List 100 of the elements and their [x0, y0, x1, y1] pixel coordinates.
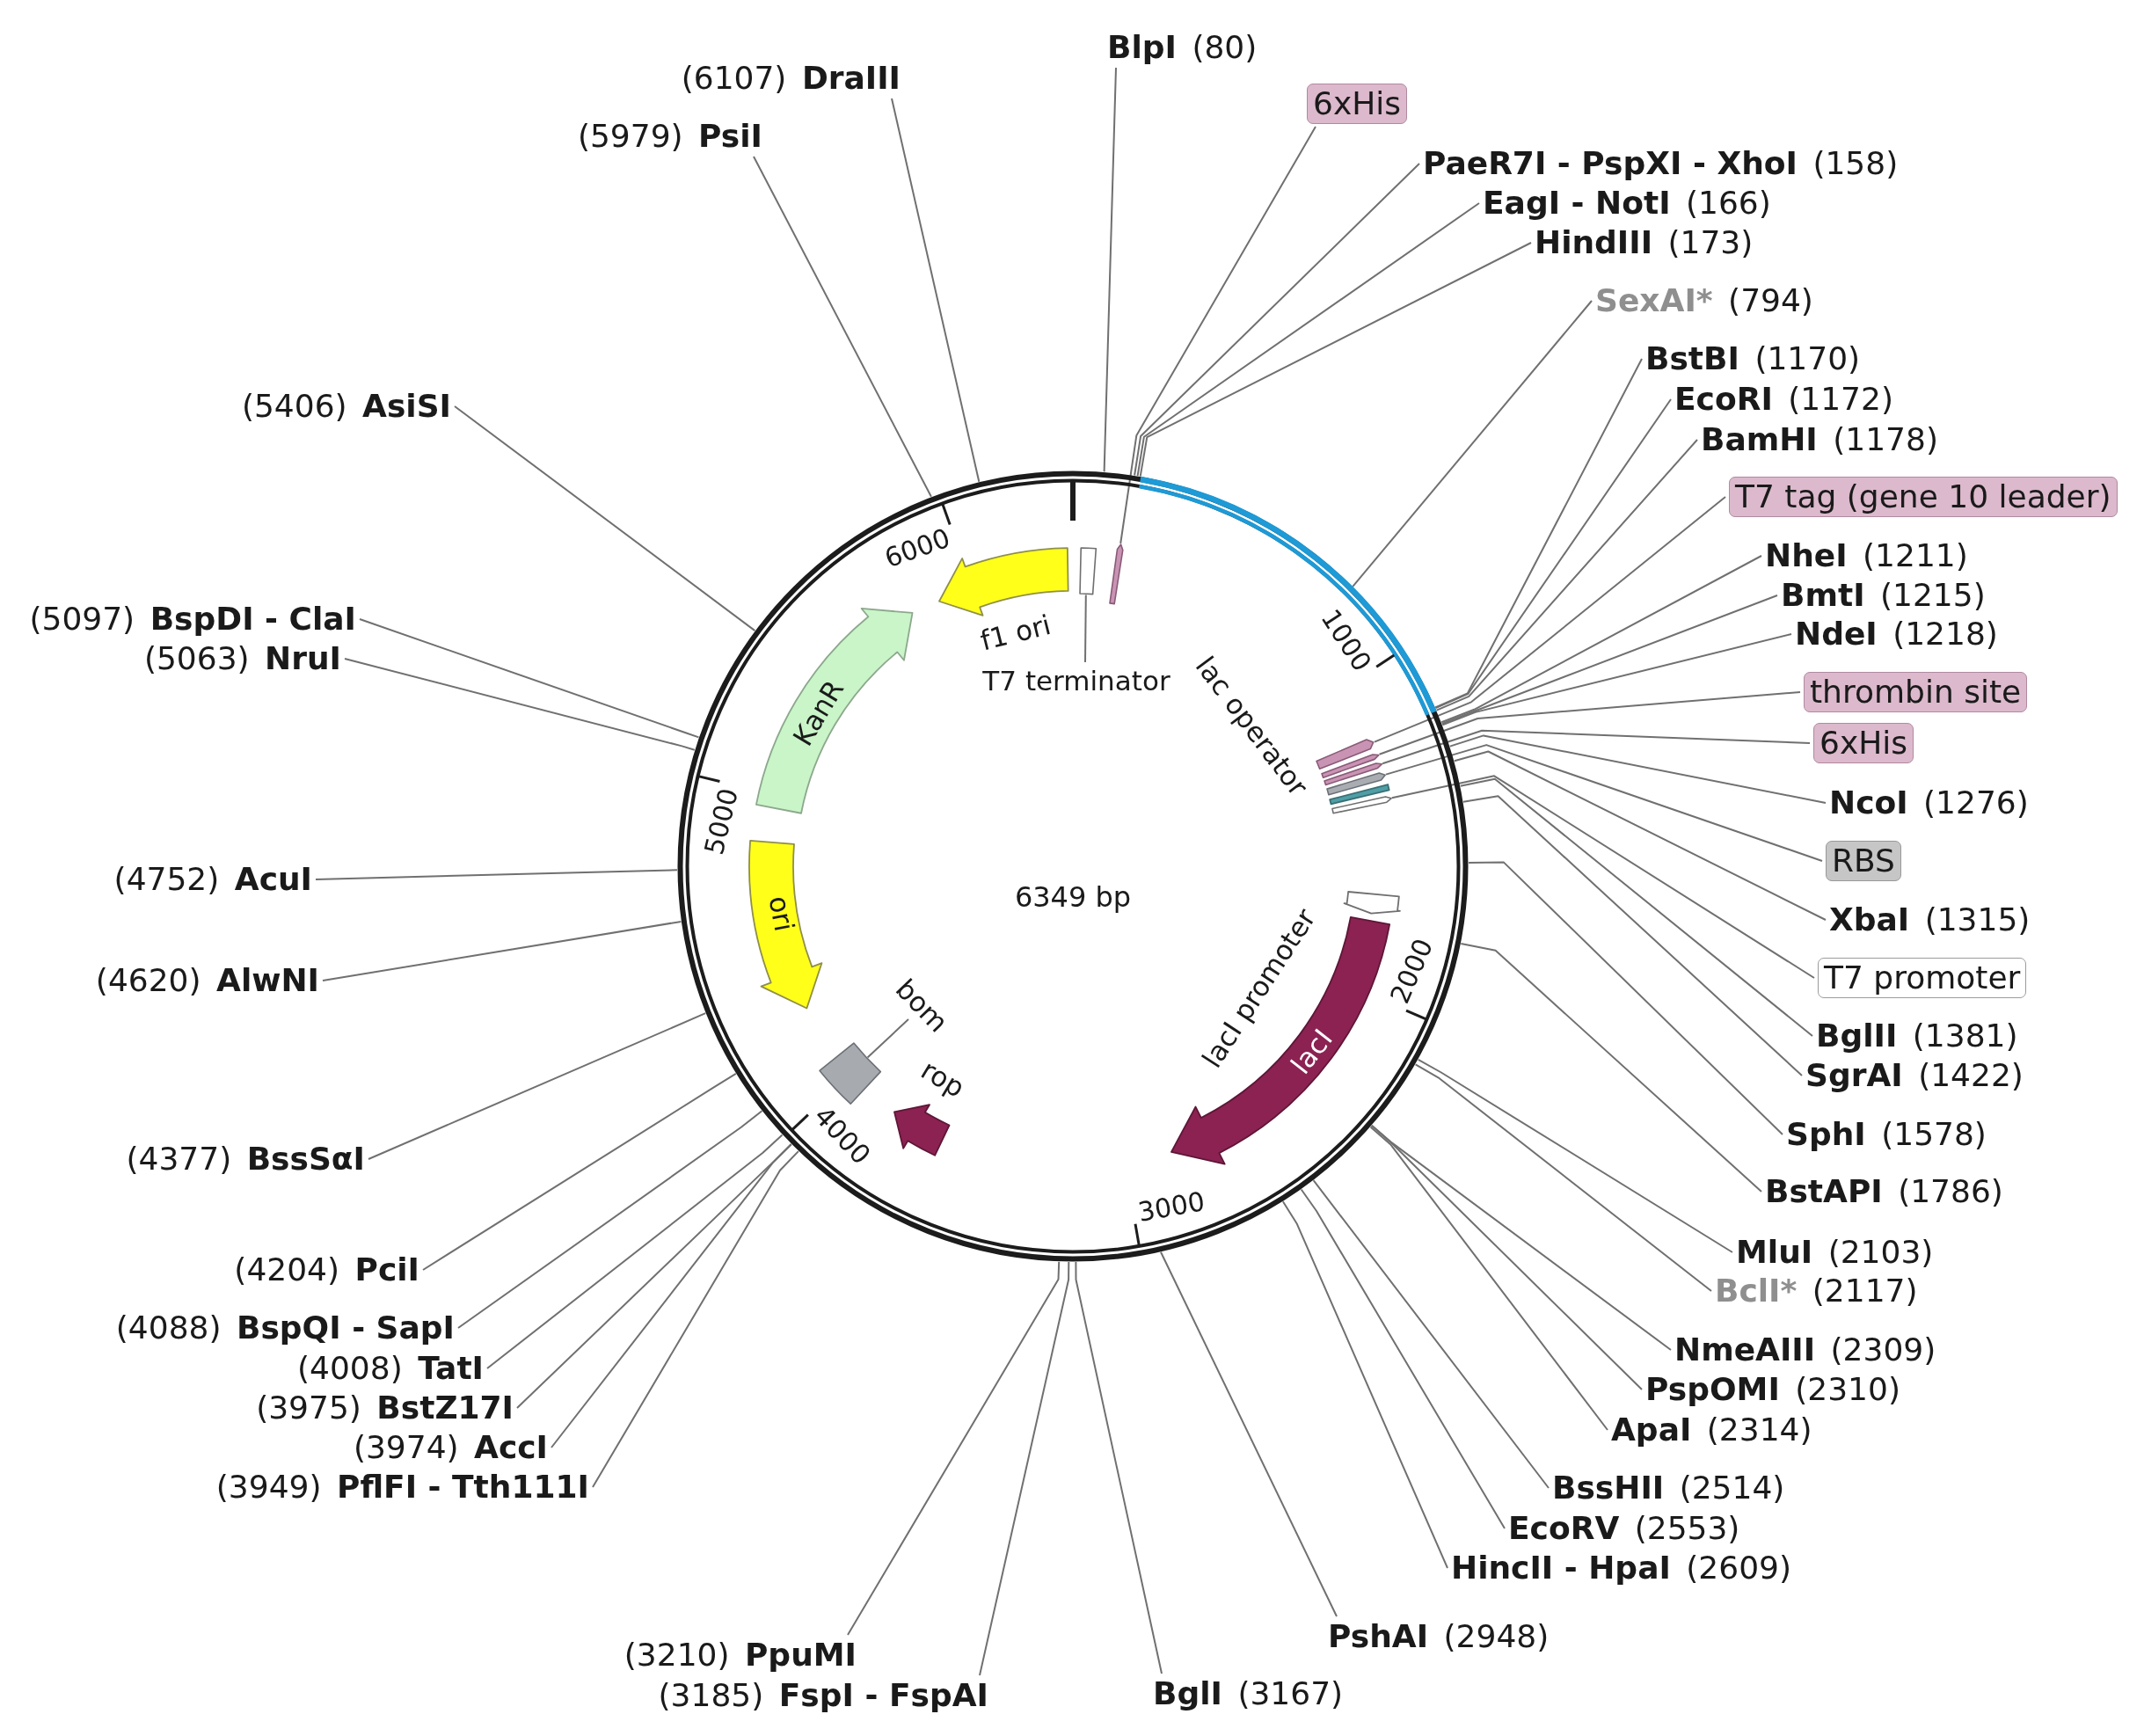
leader-line: [422, 1072, 737, 1271]
leader-line: [1300, 1188, 1506, 1529]
leader-line: [1434, 358, 1643, 709]
feature-bar: [1330, 794, 1393, 815]
scale-label: 5000: [699, 785, 744, 858]
leader-line: [1414, 1063, 1712, 1292]
enzyme-label: (4204) PciI: [234, 1252, 419, 1287]
enzyme-label: EcoRV (2553): [1508, 1511, 1740, 1546]
enzyme-label: HincII - HpaI (2609): [1451, 1550, 1791, 1586]
enzyme-label: (6107) DraIII: [681, 61, 901, 96]
feature-tag: T7 promoter: [1818, 958, 2027, 998]
enzyme-label: SphI (1578): [1786, 1117, 1987, 1152]
enzyme-label: (3974) AccI: [353, 1430, 548, 1465]
leader-line: [1440, 555, 1762, 724]
leader-line: [891, 98, 981, 483]
enzyme-label: (5979) PsiI: [577, 119, 762, 154]
feature-label: rop: [915, 1054, 970, 1105]
enzyme-label: BstAPI (1786): [1765, 1174, 2003, 1209]
enzyme-label: EagI - NotI (166): [1483, 186, 1771, 221]
leader-line: [359, 618, 700, 739]
enzyme-label: (3210) PpuMI: [624, 1638, 857, 1673]
enzyme-label: BlpI (80): [1107, 30, 1258, 65]
enzyme-label: BamHI (1178): [1701, 422, 1938, 457]
enzyme-label: BclI* (2117): [1715, 1273, 1918, 1309]
leader-line: [516, 1143, 792, 1409]
leader-line: [1352, 300, 1593, 587]
enzyme-label: NdeI (1218): [1795, 616, 1998, 652]
feature-bar: [1322, 761, 1384, 787]
leader-line: [1385, 744, 1823, 862]
enzyme-label: (5063) NruI: [143, 641, 341, 676]
enzyme-label: SgrAI (1422): [1805, 1058, 2024, 1093]
feature-tag: RBS: [1826, 841, 1901, 881]
enzyme-label: (4620) AlwNI: [95, 963, 319, 998]
enzyme-label: (4008) TatI: [297, 1351, 484, 1386]
enzyme-label: (5097) BspDI - ClaI: [29, 602, 356, 637]
leader-line: [1075, 1261, 1163, 1674]
leader-line: [1440, 594, 1778, 725]
leader-line: [344, 658, 696, 751]
scale-label: 3000: [1135, 1186, 1207, 1227]
leader-line: [1390, 775, 1815, 979]
enzyme-label: (4752) AcuI: [113, 862, 312, 897]
enzyme-label: (4377) BssSαI: [126, 1142, 365, 1177]
leader-line: [1453, 750, 1827, 921]
leader-line: [368, 1012, 707, 1160]
enzyme-label: (5406) AsiSI: [241, 389, 451, 424]
enzyme-label: BstBI (1170): [1645, 341, 1861, 376]
leader-line: [1369, 1126, 1608, 1431]
feature-bar: [1107, 542, 1125, 606]
enzyme-label: PspOMI (2310): [1645, 1372, 1900, 1407]
leader-line: [753, 156, 932, 498]
enzyme-label: (3949) PflFI - Tth111I: [215, 1470, 589, 1505]
enzyme-label: (4088) BspQI - SapI: [115, 1310, 455, 1346]
leader-line: [1103, 67, 1117, 473]
enzyme-label: EcoRI (1172): [1674, 382, 1893, 417]
leader-line: [1119, 126, 1316, 544]
leader-line: [315, 869, 678, 880]
leader-line: [322, 920, 682, 981]
enzyme-label: BmtI (1215): [1781, 578, 1986, 613]
leader-line: [486, 1134, 784, 1369]
leader-line: [1134, 163, 1420, 477]
leader-line: [1160, 1251, 1338, 1617]
feature-label: lacI: [1285, 1023, 1339, 1081]
leader-line: [1136, 202, 1480, 478]
enzyme-label: BglI (3167): [1153, 1676, 1344, 1711]
leader-line: [1374, 496, 1726, 743]
leader-line: [1281, 1200, 1448, 1569]
enzyme-label: XbaI (1315): [1829, 902, 2031, 937]
enzyme-label: NcoI (1276): [1829, 785, 2029, 821]
leader-line: [592, 1150, 799, 1488]
enzyme-label: (3975) BstZ17I: [256, 1390, 514, 1426]
enzyme-label: SexAI* (794): [1595, 283, 1813, 318]
feature-bar: [1315, 738, 1376, 771]
leader-line: [454, 405, 756, 632]
scale-label: 6000: [880, 522, 954, 573]
leader-line: [1139, 242, 1532, 478]
leader-line: [1459, 777, 1813, 1037]
leader-line: [1370, 1125, 1643, 1390]
enzyme-label: MluI (2103): [1736, 1235, 1934, 1270]
feature-tag: T7 tag (gene 10 leader): [1729, 477, 2118, 517]
leader-line: [1441, 633, 1792, 726]
feature-tag: thrombin site: [1804, 672, 2028, 712]
plasmid-size: 6349 bp: [1014, 880, 1132, 914]
leader-line: [1468, 861, 1783, 1135]
feature-label: ori: [762, 893, 800, 935]
leader-line: [1312, 1179, 1550, 1489]
enzyme-label: HindIII (173): [1535, 225, 1754, 260]
leader-line: [1378, 691, 1801, 755]
feature-tag: 6xHis: [1307, 84, 1408, 124]
enzyme-label: NmeAIII (2309): [1674, 1332, 1936, 1368]
leader-line: [1448, 734, 1827, 804]
feature-bar: [1319, 752, 1381, 779]
leader-line: [1462, 795, 1803, 1076]
enzyme-label: ApaI (2314): [1611, 1412, 1812, 1448]
leader-line: [1460, 942, 1762, 1193]
leader-line: [866, 1018, 909, 1059]
leader-line: [1084, 594, 1087, 663]
enzyme-label: BssHII (2514): [1552, 1470, 1785, 1506]
leader-line: [847, 1260, 1061, 1636]
feature-tag: 6xHis: [1813, 723, 1914, 763]
feature-bar: [1324, 770, 1387, 797]
